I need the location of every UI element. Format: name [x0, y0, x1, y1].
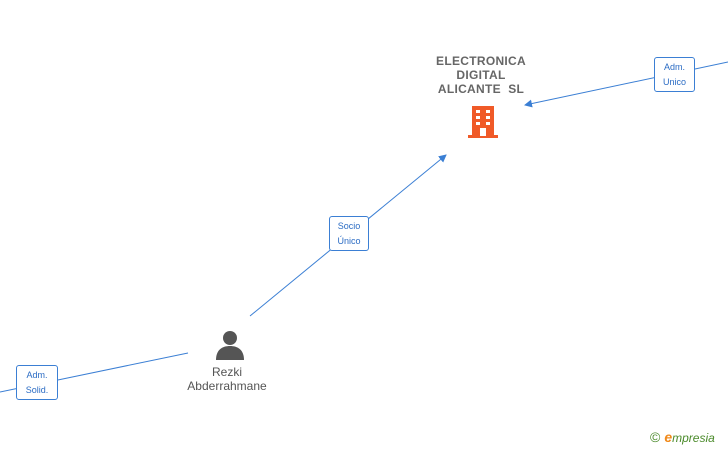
role-label-line: Adm. [663, 62, 685, 72]
brand-logo: ©empresia [650, 429, 715, 445]
role-label-line: Solid. [25, 385, 49, 395]
person-icon[interactable] [214, 330, 246, 360]
brand-name-rest: mpresia [672, 431, 715, 445]
role-label-line: Unico [662, 77, 686, 87]
role-label-line: Único [337, 236, 361, 246]
role-label-line: Socio [337, 221, 361, 231]
person-name[interactable]: Rezki Abderrahmane [167, 365, 287, 393]
role-label-socio-unico[interactable]: Socio Único [329, 216, 369, 251]
company-name-line: ALICANTE SL [437, 82, 525, 96]
role-label-adm-solid[interactable]: Adm. Solid. [16, 365, 58, 400]
copyright-symbol: © [650, 429, 661, 445]
person-name-line: Abderrahmane [187, 379, 267, 393]
company-name-line: DIGITAL [456, 68, 506, 82]
role-label-line: Adm. [26, 370, 48, 380]
person-name-line: Rezki [211, 365, 242, 379]
brand-initial: e [664, 429, 673, 445]
role-label-adm-unico[interactable]: Adm. Unico [654, 57, 695, 92]
link-adm-unico-to-company [524, 61, 728, 108]
company-name-line: ELECTRONICA [436, 54, 526, 68]
company-name[interactable]: ELECTRONICA DIGITAL ALICANTE SL [421, 54, 541, 96]
building-icon[interactable] [467, 104, 499, 140]
